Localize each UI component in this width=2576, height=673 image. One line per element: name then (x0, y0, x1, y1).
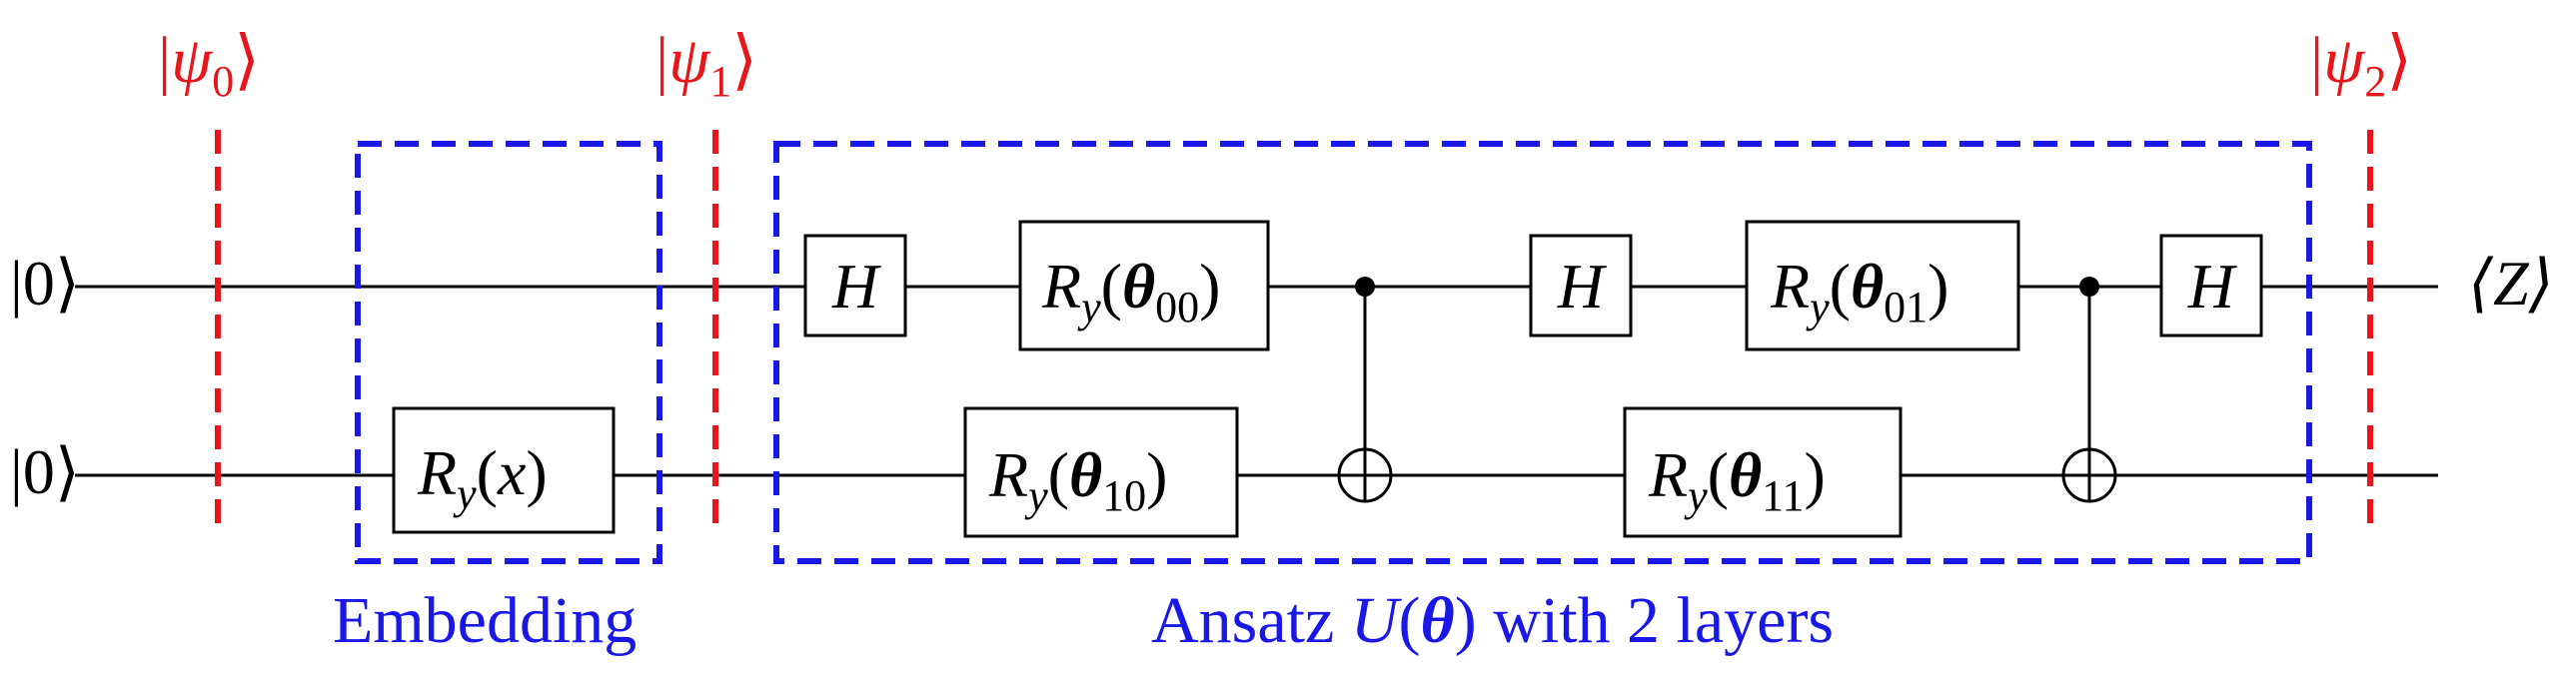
svg-text:Ry(θ11): Ry(θ11) (1648, 439, 1826, 520)
input-ket-q1: |0⟩ (10, 436, 80, 507)
embedding-block (355, 141, 662, 564)
gate-ry-theta01: Ry(θ01) (1745, 220, 2020, 351)
ansatz-block (773, 141, 2312, 564)
svg-text:Ry(θ00): Ry(θ00) (1041, 251, 1220, 332)
gate-ry-theta10: Ry(θ10) (963, 406, 1239, 538)
output-expectation-z: ⟨Z⟩ (2468, 248, 2554, 319)
gate-ry-x: Ry(x) (392, 406, 616, 534)
state-label-1: |ψ1⟩ (655, 24, 757, 106)
svg-text:Ry(θ10): Ry(θ10) (988, 439, 1167, 520)
gate-h-q0-layer2: H (1529, 234, 1633, 337)
gate-h-q0-final: H (2159, 234, 2263, 337)
cnot-target-1 (1337, 447, 1393, 503)
svg-text:H: H (2187, 251, 2238, 322)
svg-text:Ry(θ01): Ry(θ01) (1770, 251, 1948, 332)
cnot-control-dot-2 (2079, 277, 2099, 297)
gate-h-q0-layer1: H (803, 234, 907, 337)
input-ket-q0: |0⟩ (10, 248, 80, 319)
cnot-control-dot-1 (1355, 277, 1375, 297)
gate-ry-theta00: Ry(θ00) (1018, 220, 1270, 351)
svg-text:Ry(x): Ry(x) (417, 437, 548, 518)
state-label-2: |ψ2⟩ (2310, 24, 2412, 106)
gate-ry-theta11: Ry(θ11) (1623, 406, 1903, 538)
embedding-label: Embedding (333, 584, 637, 657)
ansatz-label: Ansatz U(θ) with 2 layers (1151, 584, 1834, 657)
state-label-0: |ψ0⟩ (158, 24, 260, 106)
cnot-gate-2 (2061, 277, 2117, 503)
svg-text:H: H (1557, 251, 1608, 322)
svg-text:H: H (831, 251, 882, 322)
cnot-gate-1 (1337, 277, 1393, 503)
cnot-target-2 (2061, 447, 2117, 503)
